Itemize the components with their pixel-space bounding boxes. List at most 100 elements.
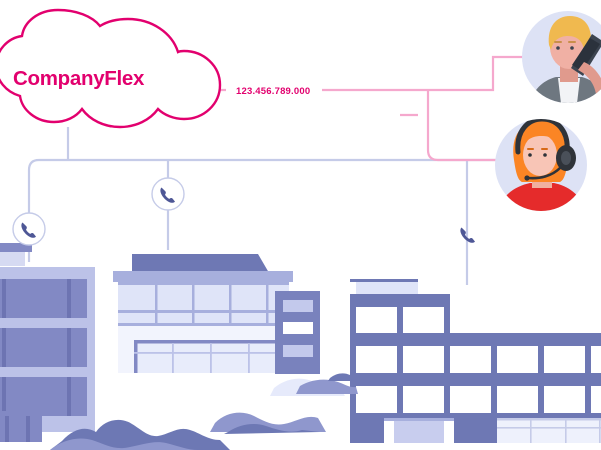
companyflex-cloud: CompanyFlex bbox=[0, 8, 222, 129]
building-middle-upper-mid-line bbox=[118, 310, 289, 313]
avatar-caller-eye-r bbox=[570, 46, 574, 50]
rock-middle-light bbox=[296, 379, 358, 394]
avatar-agent-earcup-inner bbox=[561, 151, 571, 165]
building-right-col-t2 bbox=[397, 307, 403, 333]
building-left-mullion-1b bbox=[67, 279, 71, 318]
avatar-caller-arm bbox=[578, 62, 601, 94]
rock-mid-dark bbox=[224, 424, 320, 434]
building-right-col-t3 bbox=[444, 307, 450, 333]
building-middle-roof-slab bbox=[113, 271, 293, 282]
building-middle-tower-window-1 bbox=[283, 300, 313, 312]
avatar-agent-eye-r bbox=[543, 153, 547, 157]
building-right-roof-cap bbox=[350, 279, 418, 282]
building-right-roof-box bbox=[356, 282, 418, 294]
rock-right-small bbox=[328, 373, 352, 381]
terrain-rocks bbox=[50, 373, 358, 450]
building-left-entry-div-1 bbox=[5, 416, 9, 442]
building-middle-upper-glass bbox=[118, 282, 289, 326]
avatar-caller-brow-r bbox=[568, 41, 576, 43]
rock-left-light bbox=[50, 438, 198, 450]
building-middle-storefront-left bbox=[134, 340, 138, 373]
building-middle-tower-window-3 bbox=[283, 345, 313, 357]
building-middle-storefront-rail bbox=[134, 352, 280, 354]
avatar-agent-brow-r bbox=[541, 148, 548, 150]
building-right-col-2f bbox=[585, 346, 591, 373]
avatar-caller-eye-l bbox=[556, 46, 560, 50]
avatar-agent-hair-front bbox=[521, 123, 562, 148]
building-left-window-band-3 bbox=[0, 377, 87, 416]
building-right-col-2c bbox=[444, 346, 450, 373]
avatar-caller-mobile-screen bbox=[572, 38, 600, 71]
line-trunk-horizontal bbox=[27, 158, 500, 243]
building-left-window-band-2 bbox=[0, 328, 87, 367]
building-right-col-2d bbox=[491, 346, 497, 373]
building-middle-upper-top-line bbox=[118, 282, 289, 285]
avatar-caller-mobile bbox=[571, 34, 601, 76]
phone-icon-middle-glyph bbox=[160, 187, 175, 203]
building-right-storefront-top bbox=[497, 418, 601, 421]
building-right-col-3d bbox=[491, 386, 497, 413]
avatar-agent-face bbox=[523, 134, 557, 176]
building-right-entrance-door-l bbox=[384, 421, 394, 443]
building-right-col-3b bbox=[397, 386, 403, 413]
building-left bbox=[0, 243, 95, 442]
building-right-col-3f bbox=[585, 386, 591, 413]
building-right-col-3e bbox=[538, 386, 544, 413]
building-middle bbox=[113, 254, 320, 374]
building-right-floor-3 bbox=[350, 386, 601, 413]
cloud-label: CompanyFlex bbox=[13, 67, 145, 90]
building-middle-upper-bottom-line bbox=[118, 323, 289, 326]
building-right-storefront-rail bbox=[497, 427, 601, 429]
building-right-entrance-header bbox=[384, 418, 454, 421]
building-left-mullion-2b bbox=[67, 328, 71, 367]
avatar-caller-hair bbox=[548, 16, 592, 52]
line-branch-to-avatar-two bbox=[426, 90, 500, 162]
avatar-caller-phone[interactable] bbox=[522, 11, 601, 112]
building-middle-storefront-header bbox=[134, 340, 280, 344]
building-middle-mullion-4 bbox=[266, 285, 269, 323]
building-right-col-3c bbox=[444, 386, 450, 413]
building-left-canopy bbox=[0, 411, 46, 416]
building-left-window-band-1 bbox=[0, 279, 87, 318]
building-left-entry-div-2 bbox=[26, 416, 30, 442]
line-number-to-avatar-one bbox=[322, 55, 537, 92]
avatar-agent-eye-l bbox=[528, 153, 532, 157]
building-right-col-t1 bbox=[350, 307, 356, 333]
building-middle-mullion-3 bbox=[229, 285, 232, 323]
building-left-mullion-3a bbox=[2, 377, 6, 416]
avatar-agent-headset[interactable] bbox=[495, 119, 587, 215]
phone-icon-left-circle bbox=[12, 212, 46, 246]
blue-connection-lines bbox=[27, 127, 500, 285]
avatar-caller-shirt bbox=[558, 78, 580, 103]
avatar-agent-mic-boom bbox=[526, 166, 562, 180]
phone-icon-right[interactable] bbox=[460, 227, 475, 243]
building-right-entrance-door-r bbox=[444, 421, 454, 443]
building-middle-store-div-3 bbox=[248, 343, 250, 373]
building-left-mullion-2a bbox=[2, 328, 6, 367]
building-middle-mullion-2 bbox=[192, 285, 195, 323]
building-right-band-2 bbox=[350, 333, 601, 346]
phone-icon-left-glyph bbox=[21, 222, 36, 238]
building-right-store-div-2 bbox=[565, 420, 567, 443]
building-right-entrance bbox=[384, 418, 454, 443]
phone-icon-left[interactable] bbox=[12, 212, 46, 246]
building-left-mullion-1a bbox=[2, 279, 6, 318]
avatar-caller-art bbox=[528, 16, 601, 103]
building-right-col-2b bbox=[397, 346, 403, 373]
building-right-storefront bbox=[497, 418, 601, 443]
building-middle-tower-window-2 bbox=[283, 322, 313, 334]
phone-icon-middle[interactable] bbox=[151, 177, 185, 211]
cloud-shape bbox=[0, 8, 222, 129]
building-middle-store-div-2 bbox=[210, 343, 212, 373]
building-right-band-top bbox=[350, 294, 450, 307]
avatar-caller-brow-l bbox=[554, 41, 562, 43]
building-left-mullion-3b bbox=[67, 377, 71, 416]
avatar-agent-mic-tip bbox=[524, 175, 530, 181]
building-right-col-2e bbox=[538, 346, 544, 373]
building-right-col-2a bbox=[350, 346, 356, 373]
building-right bbox=[350, 279, 601, 443]
avatar-agent-brow-l bbox=[527, 148, 534, 150]
building-middle-store-div-1 bbox=[172, 343, 174, 373]
